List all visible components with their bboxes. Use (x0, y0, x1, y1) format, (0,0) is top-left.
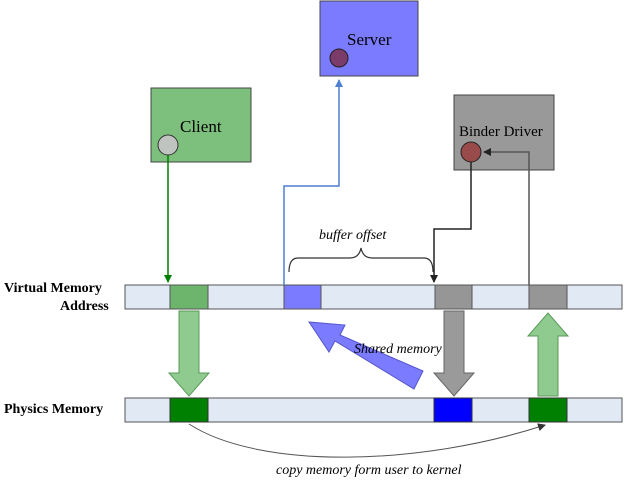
virtual-memory-label-line2: Address (60, 299, 109, 314)
copy-memory-label: copy memory form user to kernel (276, 463, 462, 478)
virtual-server-segment (283, 284, 322, 310)
virtual-client-segment (169, 284, 209, 310)
virtual-memory-label-line1: Virtual Memory (4, 281, 102, 296)
server-port-icon (329, 48, 349, 68)
copy-down-arrow (167, 310, 211, 397)
server-arrow (283, 79, 343, 285)
memory-to-driver-arrow (483, 148, 530, 285)
driver-to-memory-arrow (430, 162, 472, 283)
client-port-icon (157, 134, 179, 156)
physics-memory-label: Physics Memory (4, 402, 104, 417)
shared-memory-label: Shared memory (354, 342, 442, 357)
server-label: Server (347, 30, 392, 49)
binder-driver-port-icon (460, 141, 482, 163)
virtual-driver-segment-1 (434, 284, 473, 310)
physics-shared-segment (433, 397, 473, 423)
shared-memory-arrow (308, 321, 424, 390)
physics-client-segment (169, 397, 209, 423)
client-label: Client (180, 117, 222, 136)
buffer-offset-brace (288, 247, 434, 273)
copy-memory-curve (188, 423, 546, 458)
virtual-driver-segment-2 (528, 284, 568, 310)
physics-kernel-segment (528, 397, 568, 423)
map-down-arrow (432, 310, 476, 397)
map-up-arrow (526, 312, 570, 397)
binder-driver-label: Binder Driver (459, 124, 543, 140)
buffer-offset-label: buffer offset (319, 228, 387, 243)
